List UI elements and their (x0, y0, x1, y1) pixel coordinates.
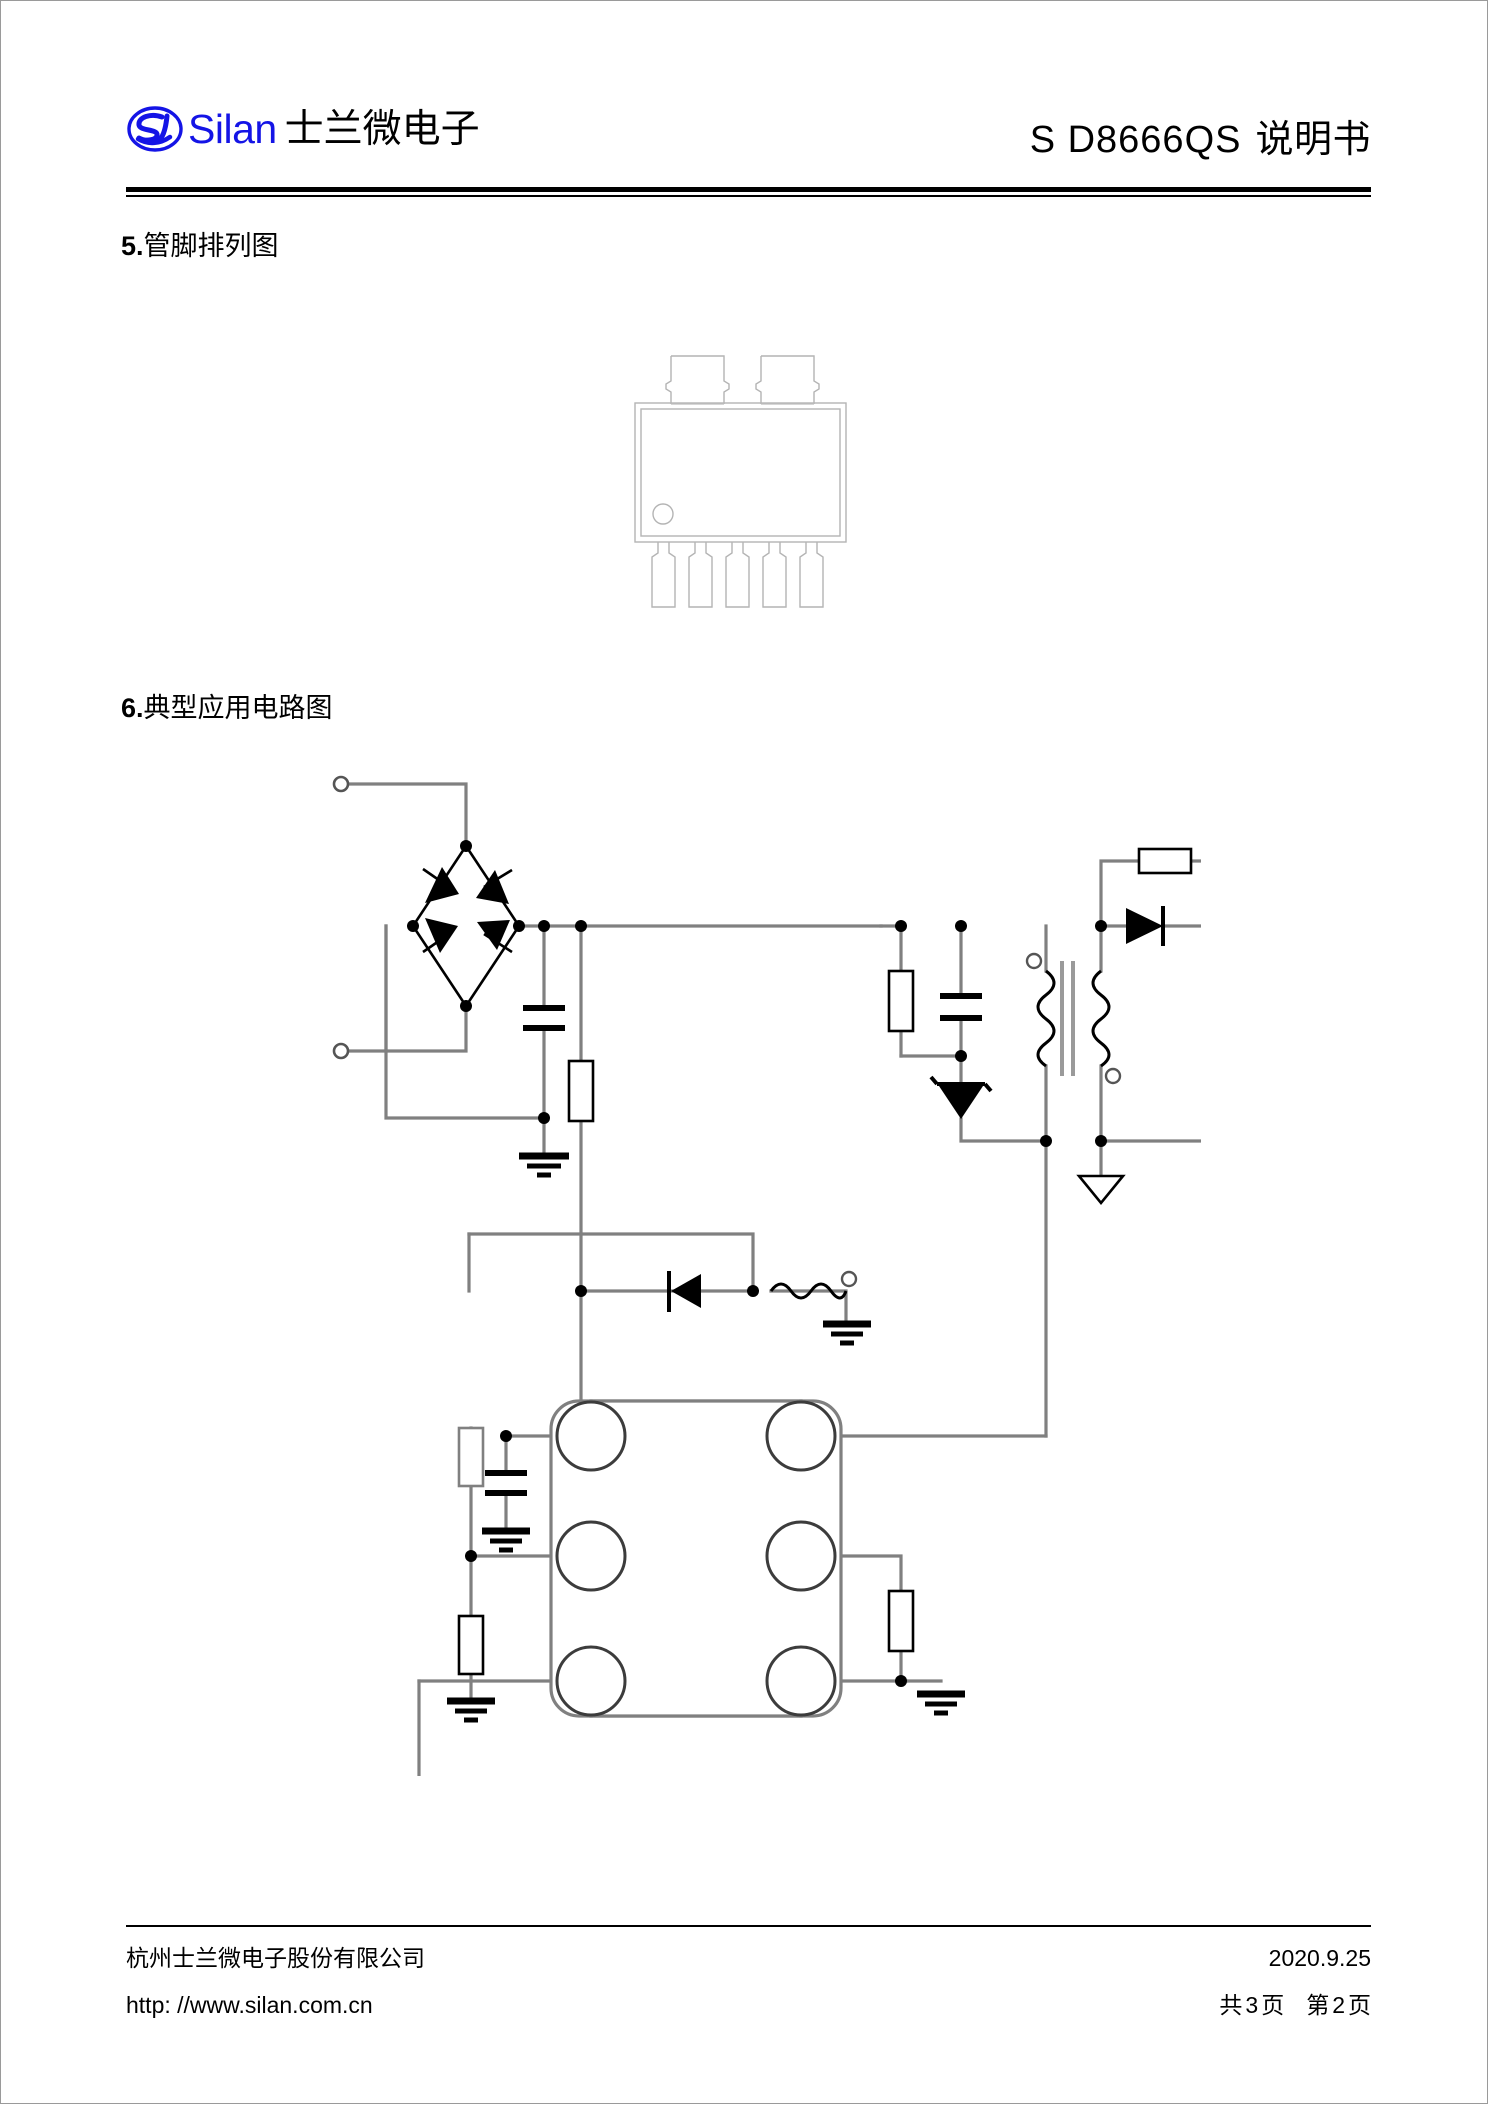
brand-name: Silan (188, 105, 277, 152)
page-header: Silan 士兰微电子 S D8666QS 说明书 (126, 96, 1371, 186)
ic-pin-circle (555, 1645, 627, 1717)
ic-pin-circle (555, 1400, 627, 1472)
page-current: 2 (1332, 1992, 1345, 2018)
header-rule-thin (126, 195, 1371, 197)
page-footer: 杭州士兰微电子股份有限公司 2020.9.25 http: //www.sila… (126, 1939, 1371, 2029)
page-prefix: 第 (1306, 1992, 1330, 2018)
brand-name-cn: 士兰微电子 (284, 107, 480, 151)
section-heading-6: 6.典型应用电路图 (121, 695, 333, 722)
section-title-6: 典型应用电路图 (143, 693, 333, 723)
footer-company: 杭州士兰微电子股份有限公司 (126, 1945, 425, 1971)
page-unit: 页 (1348, 1992, 1371, 2018)
ac-input-terminal-l (332, 775, 350, 793)
part-number: S D8666QS (1029, 119, 1242, 161)
section-number-5: 5. (121, 231, 144, 261)
header-rule-thick (126, 187, 1371, 192)
footer-date: 2020.9.25 (1268, 1945, 1371, 1971)
ic-pin-circle (555, 1520, 627, 1592)
footer-rule (126, 1925, 1371, 1927)
footer-website[interactable]: http: //www.silan.com.cn (126, 1992, 373, 2018)
package-outline-drawing (634, 355, 847, 608)
ic-pin-circle (765, 1520, 837, 1592)
section-number-6: 6. (121, 693, 144, 723)
document-kind: 说明书 (1255, 119, 1371, 161)
page-title: S D8666QS 说明书 (1030, 108, 1371, 163)
pages-total: 3 (1245, 1992, 1259, 2018)
section-heading-5: 5.管脚排列图 (121, 233, 279, 260)
pages-unit: 页 (1261, 1992, 1285, 2018)
ic-pin-circle (765, 1400, 837, 1472)
section-title-5: 管脚排列图 (143, 231, 279, 261)
typical-application-circuit-diagram (332, 775, 1201, 1776)
ac-input-terminal-n (332, 1042, 350, 1060)
silan-sl-monogram-icon (127, 106, 183, 152)
company-logo: Silan 士兰微电子 (126, 104, 480, 154)
ic-pin-circle (765, 1645, 837, 1717)
pages-prefix: 共 (1219, 1992, 1243, 2018)
